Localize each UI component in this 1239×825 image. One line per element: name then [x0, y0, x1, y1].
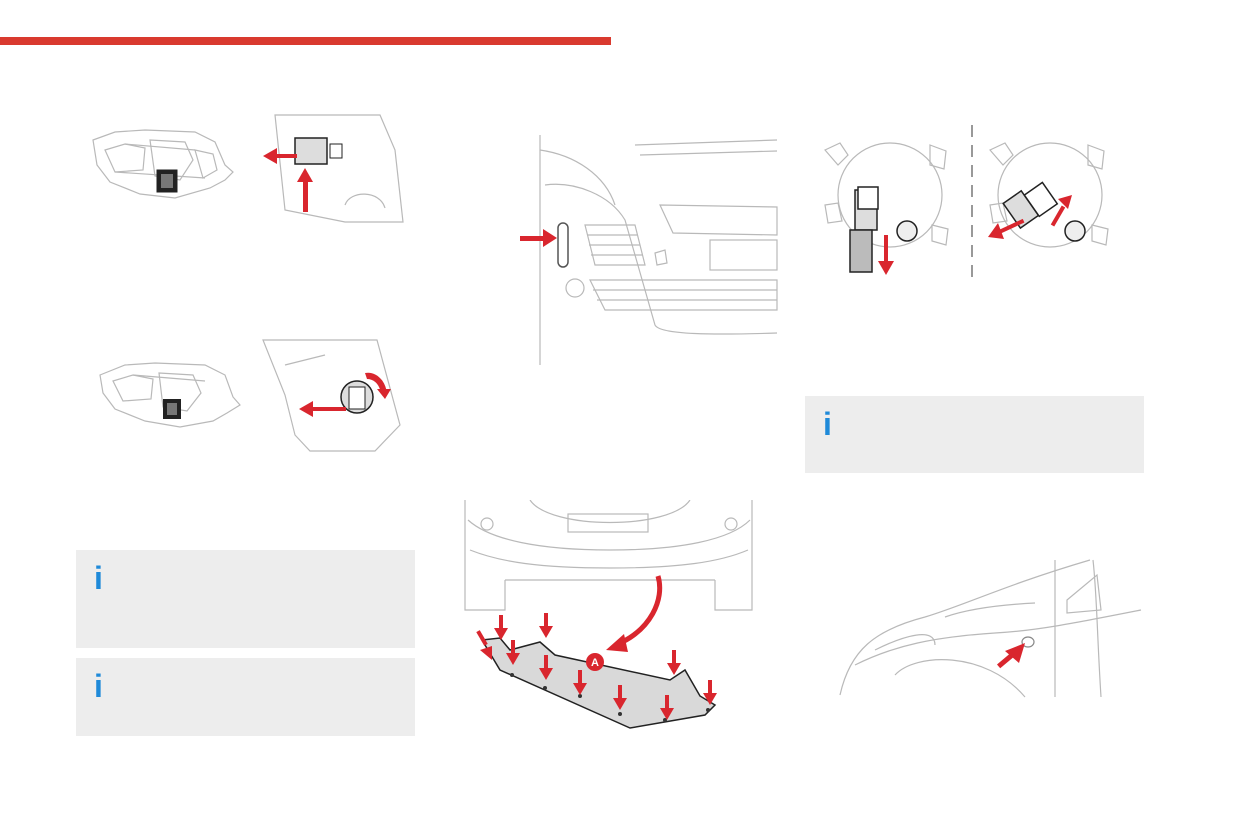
vehicle-side-figure [835, 555, 1145, 705]
callout-a-badge [586, 653, 604, 671]
headlamp-bulb-removal-figure [85, 110, 415, 230]
callout-a-label: A [591, 657, 599, 669]
header-accent-bar [0, 37, 611, 45]
red-arrow-icon [263, 148, 313, 212]
info-icon: i [823, 406, 832, 442]
bulb-closeup-illustration [274, 114, 404, 223]
info-note-box-left-1: i [76, 550, 415, 648]
info-note-box-left-2: i [76, 658, 415, 736]
info-icon: i [94, 668, 103, 704]
red-arrow-icon [476, 613, 717, 720]
front-bumper-figure [515, 135, 780, 365]
underbody-guard-figure: A [460, 500, 760, 735]
info-note-box-right: i [805, 396, 1144, 473]
fog-lamp-connector-figure [820, 125, 1130, 285]
info-icon: i [94, 560, 103, 596]
underbody-guard-panel [480, 637, 717, 729]
headlamp-bulb-twist-figure [95, 335, 415, 455]
